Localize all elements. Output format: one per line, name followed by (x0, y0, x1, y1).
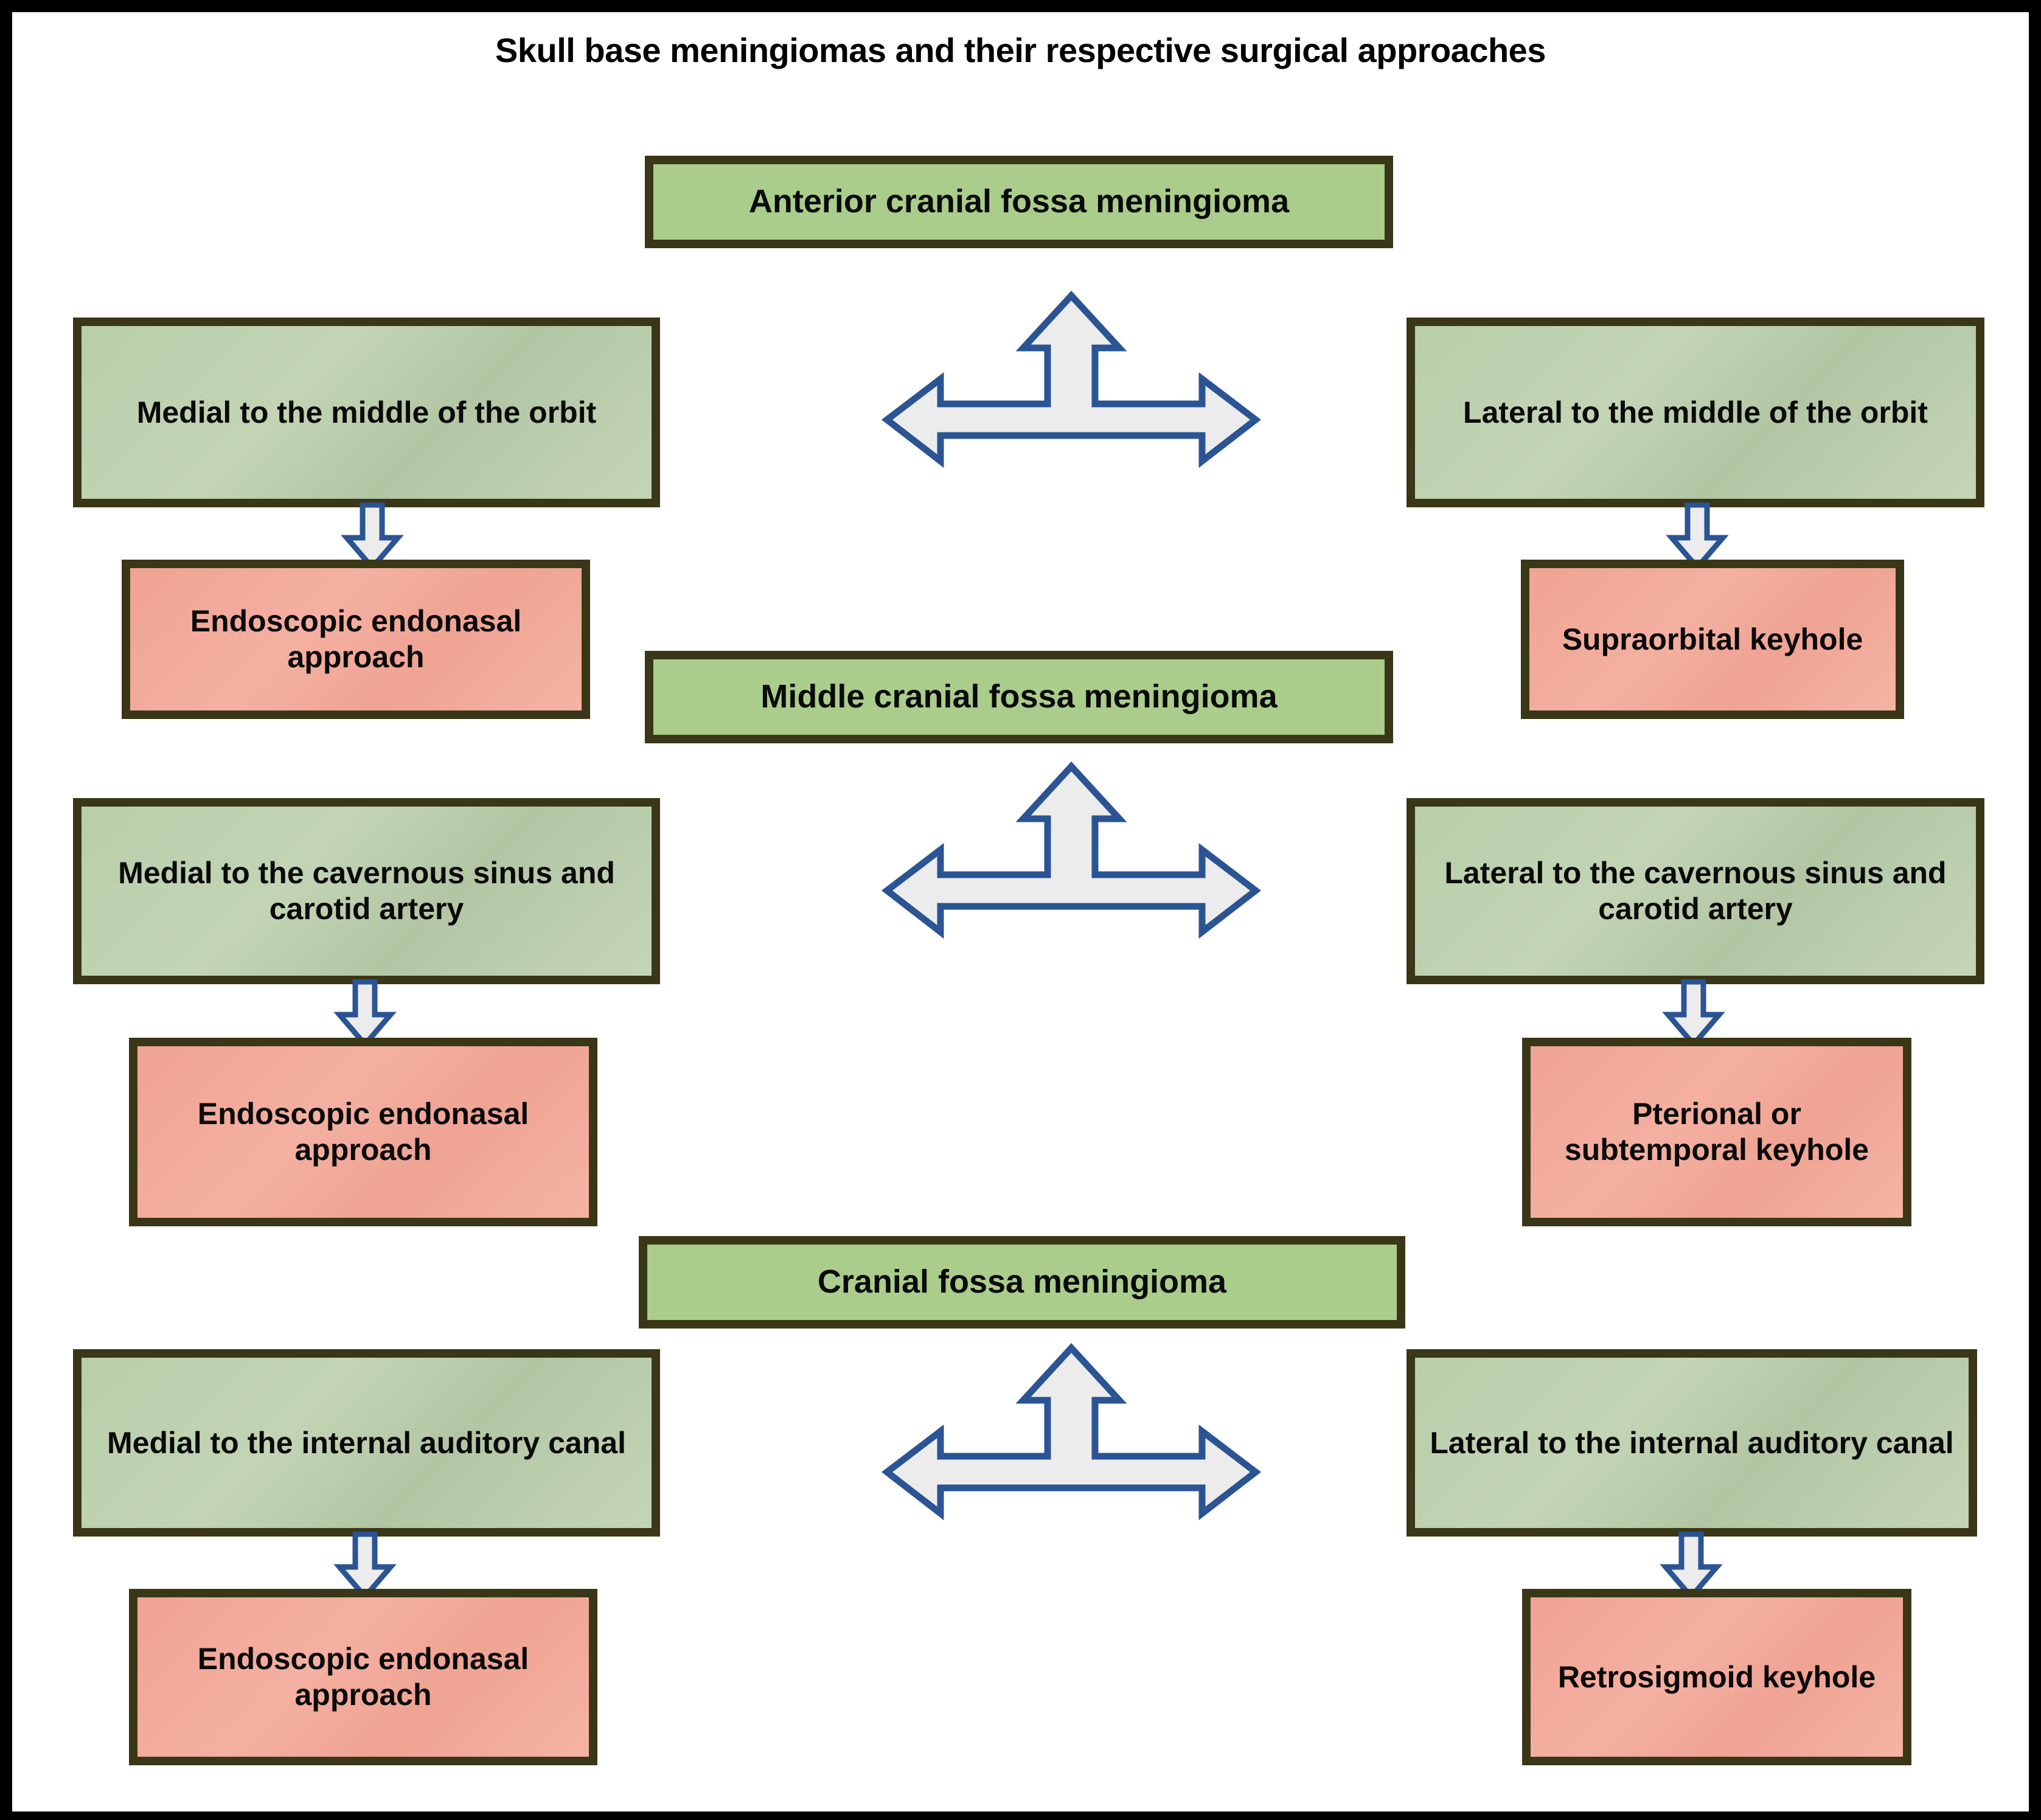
node-label: Endoscopic endonasal approach (190, 604, 522, 674)
tri-arrow-icon (881, 1342, 1262, 1521)
node-anterior-cranial-fossa-meningioma[interactable]: Anterior cranial fossa meningioma (645, 156, 1393, 248)
node-lateral-middle-orbit[interactable]: Lateral to the middle of the orbit (1406, 318, 1984, 507)
node-label: Lateral to the cavernous sinus and carot… (1444, 856, 1947, 926)
tri-directional-arrow-anterior (874, 285, 1269, 485)
node-label: Lateral to the internal auditory canal (1430, 1425, 1954, 1460)
node-pterional-subtemporal-keyhole[interactable]: Pterional or subtemporal keyhole (1522, 1038, 1911, 1226)
node-label: Endoscopic endonasal approach (197, 1097, 529, 1167)
diagram-canvas: Skull base meningiomas and their respect… (12, 12, 2029, 1811)
node-label: Retrosigmoid keyhole (1557, 1659, 1876, 1694)
down-arrow-icon (1666, 502, 1729, 572)
node-label: Anterior cranial fossa meningioma (748, 183, 1290, 220)
node-retrosigmoid-keyhole[interactable]: Retrosigmoid keyhole (1522, 1589, 1911, 1765)
diagram-title: Skull base meningiomas and their respect… (495, 31, 1546, 69)
node-endoscopic-endonasal-approach-posterior[interactable]: Endoscopic endonasal approach (129, 1589, 597, 1765)
node-label: Medial to the cavernous sinus and caroti… (118, 856, 615, 926)
down-arrow-middle-right (1662, 979, 1725, 1049)
tri-arrow-icon (881, 290, 1262, 468)
node-middle-cranial-fossa-meningioma[interactable]: Middle cranial fossa meningioma (645, 651, 1393, 743)
down-arrow-icon (333, 1531, 397, 1601)
tri-directional-arrow-middle (874, 755, 1269, 956)
node-label: Medial to the internal auditory canal (107, 1425, 626, 1460)
node-label: Medial to the middle of the orbit (136, 395, 597, 429)
node-label: Pterional or subtemporal keyhole (1564, 1097, 1869, 1167)
node-endoscopic-endonasal-approach-anterior[interactable]: Endoscopic endonasal approach (122, 560, 590, 719)
down-arrow-posterior-right (1660, 1531, 1723, 1601)
node-medial-cavernous-sinus[interactable]: Medial to the cavernous sinus and caroti… (73, 798, 660, 984)
down-arrow-icon (341, 502, 404, 572)
node-label: Lateral to the middle of the orbit (1463, 395, 1928, 429)
node-medial-internal-auditory-canal[interactable]: Medial to the internal auditory canal (73, 1349, 660, 1537)
node-label: Supraorbital keyhole (1562, 622, 1863, 656)
down-arrow-icon (333, 979, 397, 1049)
tri-arrow-icon (881, 761, 1262, 939)
node-supraorbital-keyhole[interactable]: Supraorbital keyhole (1521, 560, 1904, 719)
down-arrow-middle-left (333, 979, 397, 1049)
down-arrow-anterior-left (341, 502, 404, 572)
node-medial-middle-orbit[interactable]: Medial to the middle of the orbit (73, 318, 660, 507)
down-arrow-anterior-right (1666, 502, 1729, 572)
node-label: Middle cranial fossa meningioma (760, 678, 1278, 715)
tri-directional-arrow-posterior (874, 1337, 1269, 1538)
down-arrow-icon (1662, 979, 1725, 1049)
node-label: Cranial fossa meningioma (817, 1263, 1227, 1301)
down-arrow-posterior-left (333, 1531, 397, 1601)
node-lateral-cavernous-sinus[interactable]: Lateral to the cavernous sinus and carot… (1406, 798, 1984, 984)
node-lateral-internal-auditory-canal[interactable]: Lateral to the internal auditory canal (1406, 1349, 1977, 1537)
node-endoscopic-endonasal-approach-middle[interactable]: Endoscopic endonasal approach (129, 1038, 597, 1226)
node-cranial-fossa-meningioma[interactable]: Cranial fossa meningioma (639, 1236, 1405, 1329)
node-label: Endoscopic endonasal approach (197, 1642, 529, 1712)
down-arrow-icon (1660, 1531, 1723, 1601)
